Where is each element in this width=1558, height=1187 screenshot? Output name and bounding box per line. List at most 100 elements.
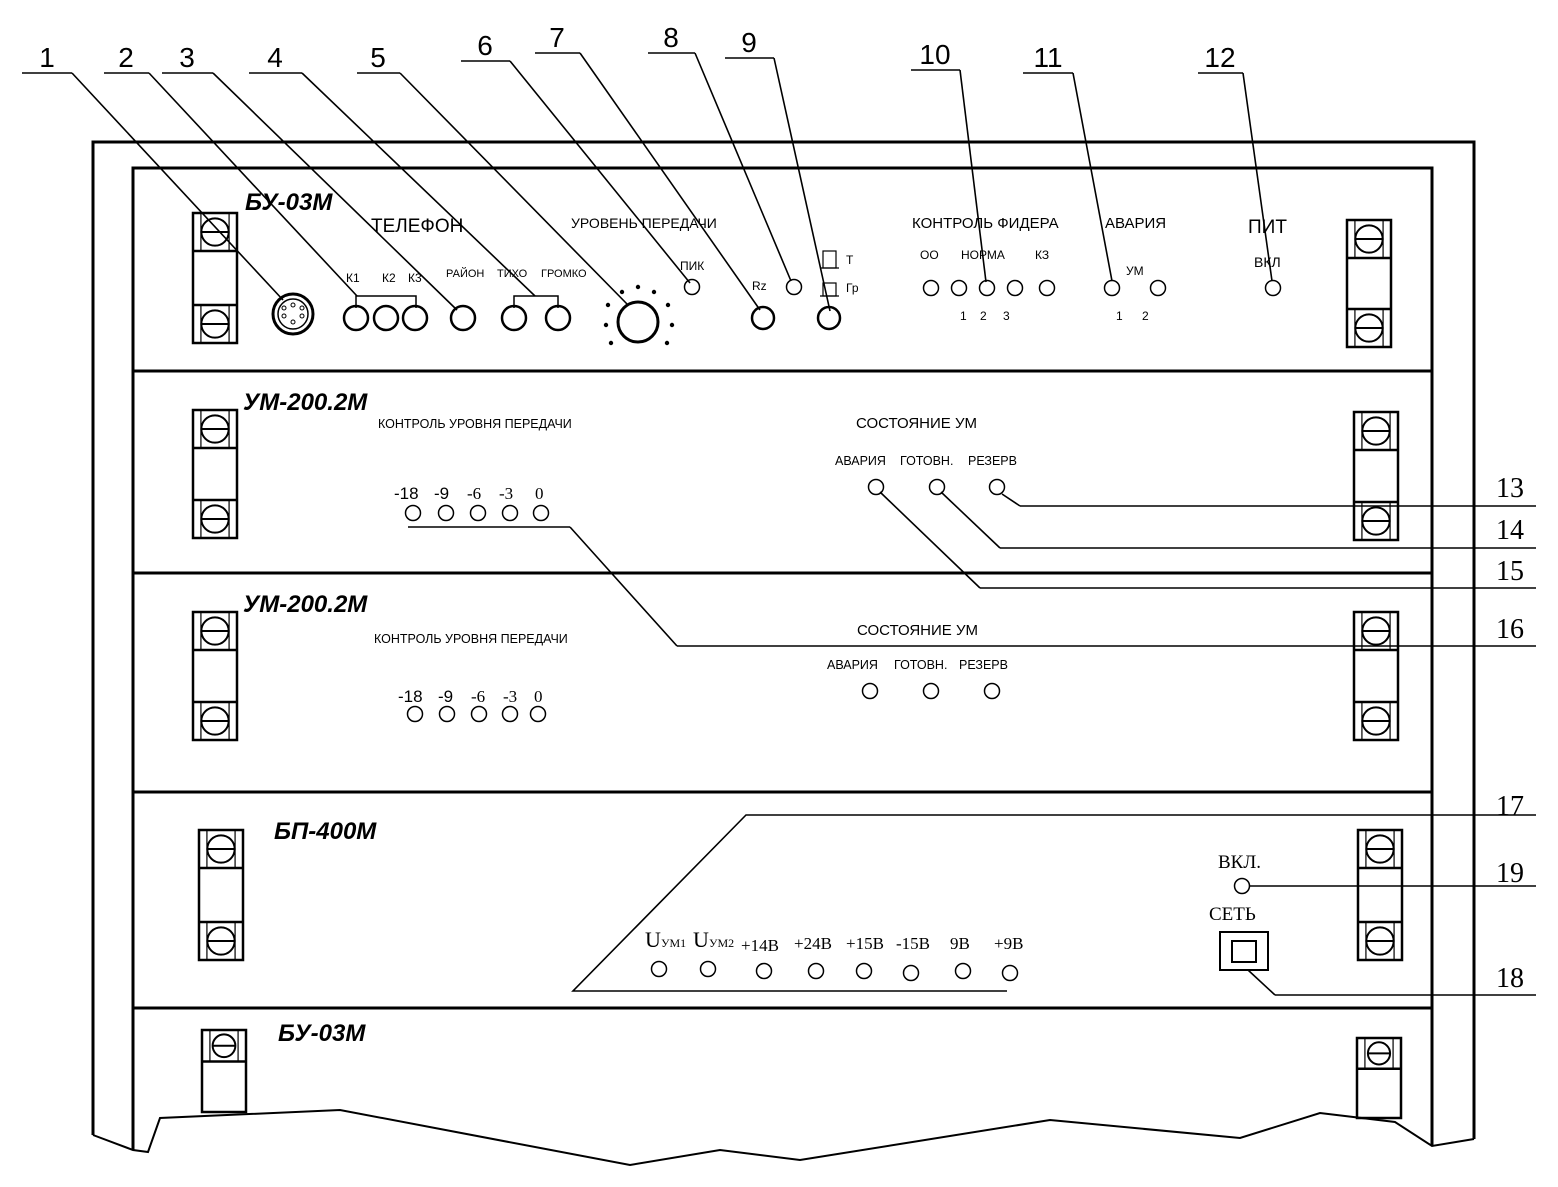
um1-level-led-5 (532, 504, 550, 522)
bu-top-model-label: БУ-03М (245, 189, 333, 216)
callout-5: 5 (370, 42, 386, 73)
t-switch-icon (822, 250, 837, 269)
um1-level-0: 0 (535, 484, 544, 503)
screw-icon (206, 834, 236, 864)
um1-alarm-indicator (867, 478, 885, 496)
bp-power-indicator (1233, 877, 1251, 895)
um2-level-led-4 (501, 705, 519, 723)
mounting-brackets (191, 211, 1404, 1120)
screw-icon (206, 926, 236, 956)
avaria-label: АВАРИЯ (1105, 215, 1166, 232)
screw-icon (1365, 926, 1395, 956)
um2-panel: УМ-200.2М КОНТРОЛЬ УРОВНЯ ПЕРЕДАЧИ -18 -… (243, 591, 1008, 723)
um2-ready-indicator (922, 682, 940, 700)
callout-2: 2 (118, 42, 134, 73)
callout-16: 16 (1496, 614, 1524, 645)
top-callouts: 1 2 3 4 5 6 7 8 9 10 11 12 (22, 22, 1273, 312)
callout-11: 11 (1033, 42, 1062, 73)
um-num-2: 2 (1142, 309, 1149, 323)
callout-9: 9 (741, 27, 757, 58)
um2-model-label: УМ-200.2М (243, 591, 368, 618)
bracket-bu-top-right (1345, 218, 1393, 349)
um1-ready-indicator (928, 478, 946, 496)
fider-num-3: 3 (1003, 309, 1010, 323)
um1-sostoyanie-label: СОСТОЯНИЕ УМ (856, 415, 977, 432)
um2-sostoyanie-label: СОСТОЯНИЕ УМ (857, 622, 978, 639)
um1-rezerv-label: РЕЗЕРВ (968, 454, 1017, 468)
pik-label: ПИК (680, 259, 704, 273)
bp-24v-indicator (807, 962, 825, 980)
bp-set-label: СЕТЬ (1209, 904, 1256, 925)
power-indicator (1264, 279, 1282, 297)
k2-button[interactable] (372, 304, 400, 332)
um2-level-0: 0 (534, 687, 543, 706)
bp-9v-indicator (954, 962, 972, 980)
um1-level-minus6: -6 (467, 484, 481, 503)
right-callouts: 13 14 15 16 17 19 18 (408, 473, 1536, 996)
bracket-bu-bottom-right (1355, 1036, 1403, 1120)
bp-panel: БП-400М U УМ1 U УМ2 +14В +24В +15В -15В … (274, 818, 1269, 982)
rz-button[interactable] (750, 305, 776, 331)
screw-icon (200, 309, 230, 339)
screw-icon (1361, 416, 1391, 446)
bracket-um2-left (191, 610, 239, 742)
alarm-um2-indicator (1149, 279, 1167, 297)
um1-level-minus3: -3 (499, 484, 513, 503)
bp-voltage-14: +14В (741, 936, 779, 955)
callout-18: 18 (1496, 963, 1524, 994)
bp-um2-indicator (699, 960, 717, 978)
um2-level-minus6: -6 (471, 687, 485, 706)
bp-voltage-15: +15В (846, 934, 884, 953)
k1-button[interactable] (342, 304, 370, 332)
um1-gotovn-label: ГОТОВН. (900, 454, 953, 468)
rayon-button[interactable] (449, 304, 477, 332)
bp-minus15v-indicator (902, 964, 920, 982)
telephone-connector[interactable] (271, 292, 315, 336)
callout-4: 4 (267, 42, 283, 73)
um2-avaria-label: АВАРИЯ (827, 658, 878, 672)
gromko-button[interactable] (544, 304, 572, 332)
bp-um1-indicator (650, 960, 668, 978)
bracket-bp-left (197, 828, 245, 962)
screw-icon (200, 616, 230, 646)
um1-kontrol-label: КОНТРОЛЬ УРОВНЯ ПЕРЕДАЧИ (378, 417, 572, 431)
callout-6: 6 (477, 30, 493, 61)
bp-um2-sub: УМ2 (709, 936, 734, 950)
feeder-indicator-2 (978, 279, 996, 297)
bracket-bu-top-left (191, 211, 239, 345)
um2-alarm-indicator (861, 682, 879, 700)
bp-voltage-plus9: +9В (994, 934, 1023, 953)
um2-level-minus3: -3 (503, 687, 517, 706)
callout-13: 13 (1496, 473, 1524, 504)
bp-15v-indicator (855, 962, 873, 980)
screw-icon (1354, 313, 1384, 343)
screw-icon (200, 706, 230, 736)
callout-7: 7 (549, 22, 565, 53)
bu-bottom-model-label: БУ-03М (278, 1020, 366, 1047)
screw-icon (200, 414, 230, 444)
callout-12: 12 (1204, 42, 1235, 73)
bracket-um1-left (191, 408, 239, 540)
t-gr-button[interactable] (816, 305, 842, 331)
um1-model-label: УМ-200.2М (243, 389, 368, 416)
telefon-label: ТЕЛЕФОН (371, 216, 463, 237)
screw-icon (200, 504, 230, 534)
vkl-label: ВКЛ (1254, 254, 1281, 270)
fider-num-1: 1 (960, 309, 967, 323)
um2-level-minus9: -9 (438, 687, 453, 706)
bp-14v-indicator (755, 962, 773, 980)
um2-level-minus18: -18 (398, 687, 423, 706)
tiho-button[interactable] (500, 304, 528, 332)
um1-avaria-label: АВАРИЯ (835, 454, 886, 468)
um2-level-led-2 (438, 705, 456, 723)
bu-bottom-panel: БУ-03М (278, 1020, 366, 1047)
mains-switch[interactable] (1219, 931, 1269, 971)
rayon-label: РАЙОН (446, 267, 484, 280)
transmission-level-knob[interactable] (616, 300, 660, 344)
um2-reserve-indicator (983, 682, 1001, 700)
screw-icon (211, 1033, 237, 1059)
callout-8: 8 (663, 22, 679, 53)
gr-label: Гр (846, 281, 859, 295)
k3-button[interactable] (401, 304, 429, 332)
